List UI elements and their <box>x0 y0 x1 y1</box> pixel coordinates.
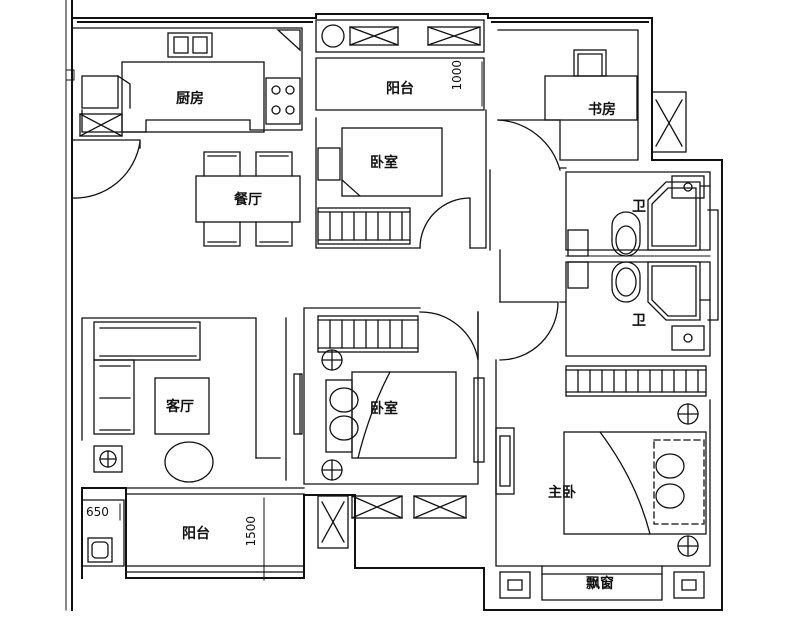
label-master: 主卧 <box>548 485 576 501</box>
coffee-table <box>154 377 210 435</box>
living-room <box>81 317 303 483</box>
label-dining: 餐厅 <box>234 192 262 208</box>
bedroom-top <box>315 109 487 249</box>
fridge <box>81 75 119 109</box>
wardrobe-top <box>317 207 411 245</box>
bay-window <box>541 565 663 601</box>
toilet-top <box>611 211 641 257</box>
bed-top <box>341 127 443 197</box>
round-table <box>164 441 214 483</box>
study-window <box>651 91 687 153</box>
outer-walls <box>65 0 723 611</box>
shower-bottom <box>647 261 701 321</box>
study-door <box>497 119 561 171</box>
sofa-back <box>93 321 201 361</box>
living-wall <box>285 317 301 481</box>
kitchen-sink <box>167 32 213 58</box>
bathrooms <box>565 171 719 357</box>
master-bedroom <box>495 359 711 601</box>
label-bay-window: 飘窗 <box>586 576 614 592</box>
balcony-top <box>315 19 485 111</box>
corridor-doors <box>419 167 567 361</box>
stove <box>265 77 301 125</box>
kitchen-counter <box>121 61 265 133</box>
study <box>497 29 687 171</box>
label-balcony-top-depth: 1000 <box>450 60 464 91</box>
kitchen-cabinet <box>276 29 301 52</box>
bedroom-top-door <box>419 197 471 249</box>
label-balcony-top: 阳台 <box>386 81 414 97</box>
wardrobe-master <box>565 365 707 397</box>
dining-area <box>71 139 301 247</box>
label-living: 客厅 <box>166 399 194 415</box>
vanity-top <box>567 229 589 257</box>
vanity-bottom <box>567 261 589 289</box>
label-balcony-bottom-depth: 1500 <box>244 516 258 547</box>
label-bedroom-mid: 卧室 <box>370 401 398 417</box>
label-bath-bottom: 卫 <box>632 313 646 329</box>
wash-machine <box>87 537 113 563</box>
label-balcony-bottom: 阳台 <box>182 526 210 542</box>
label-kitchen: 厨房 <box>176 91 204 107</box>
shower-top <box>647 181 701 251</box>
balcony-bottom <box>81 487 467 581</box>
label-study: 书房 <box>588 102 616 118</box>
dining-table <box>195 175 301 223</box>
bedroom-mid <box>303 307 485 485</box>
kitchen <box>71 27 303 137</box>
sofa-side <box>93 359 135 435</box>
label-bath-top: 卫 <box>632 199 646 215</box>
storage-bottom <box>317 495 349 549</box>
label-bedroom-top: 卧室 <box>370 155 398 171</box>
bed-master <box>563 431 707 535</box>
bay-box-right <box>673 571 705 599</box>
kitchen-window-box <box>79 113 123 137</box>
wardrobe-mid <box>317 315 419 353</box>
bay-box-left <box>499 571 531 599</box>
toilet-bottom <box>611 261 641 303</box>
lamp-table <box>93 445 123 473</box>
master-door <box>495 427 515 495</box>
entry-door-swing <box>71 141 141 199</box>
entry-door-frame <box>71 139 141 149</box>
bed-mid <box>351 371 457 459</box>
entry-mark <box>65 69 75 81</box>
label-balcony-bottom-side: 650 <box>86 505 109 519</box>
